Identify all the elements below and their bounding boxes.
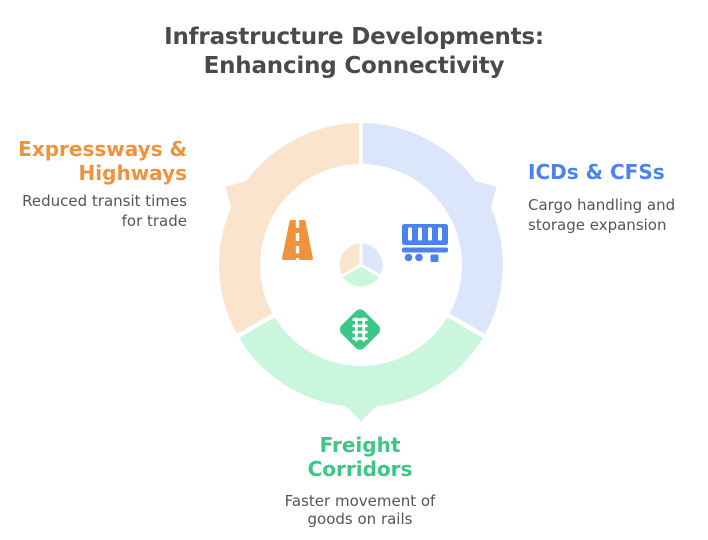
railway-rail [355, 317, 358, 342]
road-icon-dash [295, 258, 300, 262]
road-icon-dash [295, 233, 300, 241]
center-pie-divider-left [337, 263, 362, 280]
railway-diamond [339, 309, 381, 350]
wagon-slot [408, 227, 412, 241]
wagon-body [402, 224, 448, 245]
ring-segment-expressways-highways [218, 123, 361, 336]
segment-divider-lower-right [443, 311, 493, 342]
wagon-slot [438, 227, 442, 241]
railway-tie [352, 337, 368, 340]
ring-segment-freight-corridors [238, 315, 484, 422]
section-label-expressways-highways: Expressways & Highways [18, 137, 187, 185]
section-description-expressways-highways: Reduced transit times for trade [22, 192, 187, 230]
center-pie-divider-right [360, 263, 385, 280]
road-icon-dash [295, 246, 300, 254]
road-icon-top-notch [295, 218, 300, 228]
wagon-chassis-bar [402, 247, 448, 253]
wagon-wheel [415, 253, 423, 262]
section-label-freight-corridors: Freight Corridors [307, 433, 413, 481]
railway-tie [352, 324, 368, 328]
section-label-icds-cfss: ICDs & CFSs [528, 160, 665, 184]
railway-tie [352, 330, 368, 334]
page-title: Infrastructure Developments: Enhancing C… [164, 24, 544, 80]
section-description-icds-cfss: Cargo handling and storage expansion [528, 196, 676, 234]
wagon-wheel [404, 253, 413, 262]
railway-rail [362, 317, 365, 342]
ring-segment-icds-cfss [361, 123, 504, 336]
connectivity-cycle-diagram [218, 115, 504, 422]
wagon-slot [428, 227, 432, 241]
freight-wagon-icon [402, 224, 448, 262]
road-icon [282, 218, 313, 262]
railway-tie [352, 318, 368, 321]
segment-divider-lower-left [229, 311, 279, 342]
railway-track-icon [339, 309, 381, 350]
section-description-freight-corridors: Faster movement of goods on rails [284, 492, 436, 528]
wagon-coupling-block [430, 254, 439, 262]
wagon-slot [418, 227, 422, 241]
